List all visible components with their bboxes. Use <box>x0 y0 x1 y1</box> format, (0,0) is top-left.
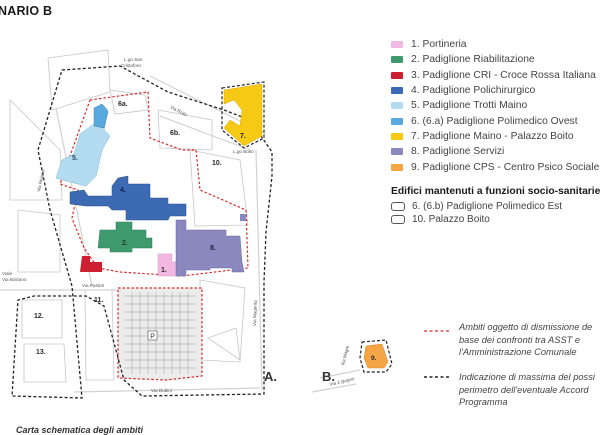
maintained-legend-item: 6. (6.b) Padiglione Polimedico Est <box>391 200 600 213</box>
legend-swatch <box>391 148 403 156</box>
parking-sign <box>147 330 158 341</box>
building-legend: 1. Portineria 2. Padiglione Riabilitazio… <box>391 37 599 175</box>
building-small <box>240 214 246 221</box>
street-via-pastori: Via Pastori <box>82 283 104 288</box>
building-2 <box>97 221 153 253</box>
outline-swatch <box>391 215 405 224</box>
label-9: 9. <box>371 355 377 362</box>
legend-item: 6. (6.a) Padiglione Polimedico Ovest <box>391 113 599 128</box>
legend-item: 7. Padiglione Maino - Palazzo Boito <box>391 129 599 144</box>
panel-b-label: B. <box>322 369 335 384</box>
legend-item-label: 4. Padiglione Polichirurgico <box>411 85 536 97</box>
building-9-perimeter <box>359 339 393 373</box>
legend-swatch <box>391 87 403 95</box>
maintained-legend-item: 10. Palazzo Boito <box>391 213 600 226</box>
black-agreement-perimeter <box>11 65 273 399</box>
street-via-riviera: Via Riviera <box>36 169 46 192</box>
buildings <box>55 83 389 369</box>
legend-swatch <box>391 117 403 125</box>
legend-item: 9. Padiglione CPS - Centro Psico Sociale <box>391 159 599 174</box>
street-via-magenta: Via Magenta <box>252 300 258 326</box>
black-line-note-line-3: Programma <box>459 397 508 407</box>
panel-a-label: A. <box>264 369 277 384</box>
street-via-dubini: Via Dubini <box>151 388 172 393</box>
label-2: 2. <box>122 240 128 247</box>
building-3 <box>80 256 102 272</box>
street-via-2-giugno: Via 2 giugno <box>329 376 355 387</box>
label-1: 1. <box>161 267 167 274</box>
legend-item: 5. Padiglione Trotti Maino <box>391 98 599 113</box>
maintained-legend-label: 6. (6.b) Padiglione Polimedico Est <box>412 201 563 212</box>
maintained-buildings-legend: Edifici mantenuti a funzioni socio-sanit… <box>391 186 600 226</box>
legend-item: 1. Portineria <box>391 37 599 52</box>
label-10: 10. <box>212 160 222 167</box>
building-8 <box>175 219 245 277</box>
label-5: 5. <box>72 155 78 162</box>
street-lgo-san-cristoforo-1: L.go San <box>124 57 143 62</box>
legend-item-label: 8. Padiglione Servizi <box>411 146 505 158</box>
red-line-note-line-1: Ambiti oggetto di dismissione de <box>459 322 593 332</box>
label-8: 8. <box>210 245 216 252</box>
parking-lot: P <box>117 287 203 381</box>
label-6a: 6a. <box>118 101 128 108</box>
label-4: 4. <box>120 187 126 194</box>
street-via-bolzano: Via Bolzano <box>2 277 27 282</box>
bottom-caption: Carta schematica degli ambiti <box>16 425 144 435</box>
building-9 <box>363 343 389 369</box>
red-line-note-line-2: base dei confronti tra ASST e <box>459 334 581 345</box>
label-6b: 6b. <box>170 130 180 137</box>
black-line-note-line-2: perimetro dell'eventuale Accord <box>459 384 589 395</box>
street-lgo-san-cristoforo-2: Cristoforo <box>121 63 141 68</box>
red-line-note-line-3: l'Amministrazione Comunale <box>459 347 577 357</box>
label-12: 12. <box>34 313 44 320</box>
parking-label: P <box>150 334 155 341</box>
legend-item-label: 2. Padiglione Riabilitazione <box>411 54 535 66</box>
legend-item: 8. Padiglione Servizi <box>391 144 599 159</box>
legend-swatch <box>391 41 403 49</box>
legend-swatch <box>391 132 403 140</box>
legend-swatch <box>391 102 403 110</box>
legend-swatch <box>391 163 403 171</box>
street-via-magni-b: Via Magni <box>340 345 350 366</box>
legend-item-label: 7. Padiglione Maino - Palazzo Boito <box>411 130 574 142</box>
building-6a <box>93 103 109 129</box>
outline-swatch <box>391 202 405 211</box>
building-4 <box>69 175 187 221</box>
black-line-note-line-1: Indicazione di massima del possi <box>459 372 595 382</box>
page-title: NARIO B <box>0 4 53 18</box>
building-7 <box>223 83 263 147</box>
legend-item-label: 5. Padiglione Trotti Maino <box>411 100 528 112</box>
label-13: 13. <box>36 349 46 356</box>
street-viale: Viale <box>2 271 13 276</box>
legend-item-label: 3. Padiglione CRI - Croce Rossa Italiana <box>411 69 596 81</box>
building-7-perimeter <box>221 81 265 149</box>
legend-item: 4. Padiglione Polichirurgico <box>391 83 599 98</box>
label-7: 7. <box>240 133 246 140</box>
street-via-boito: Via Boito <box>170 104 189 117</box>
black-line-note: Indicazione di massima del possi perimet… <box>459 371 595 409</box>
legend-swatch <box>391 71 403 79</box>
maintained-legend-label: 10. Palazzo Boito <box>412 214 490 225</box>
legend-item-label: 9. Padiglione CPS - Centro Psico Sociale <box>411 161 600 173</box>
legend-item-label: 1. Portineria <box>411 39 467 51</box>
legend-item: 2. Padiglione Riabilitazione <box>391 52 599 67</box>
legend-item-label: 6. (6.a) Padiglione Polimedico Ovest <box>411 115 578 127</box>
legend-item: 3. Padiglione CRI - Croce Rossa Italiana <box>391 68 599 83</box>
label-11: 11. <box>94 297 103 304</box>
street-lgo-boito: L.go Boito <box>233 149 254 154</box>
legend-swatch <box>391 56 403 64</box>
maintained-legend-title: Edifici mantenuti a funzioni socio-sanit… <box>391 186 601 197</box>
red-line-note: Ambiti oggetto di dismissione de base de… <box>459 321 592 359</box>
